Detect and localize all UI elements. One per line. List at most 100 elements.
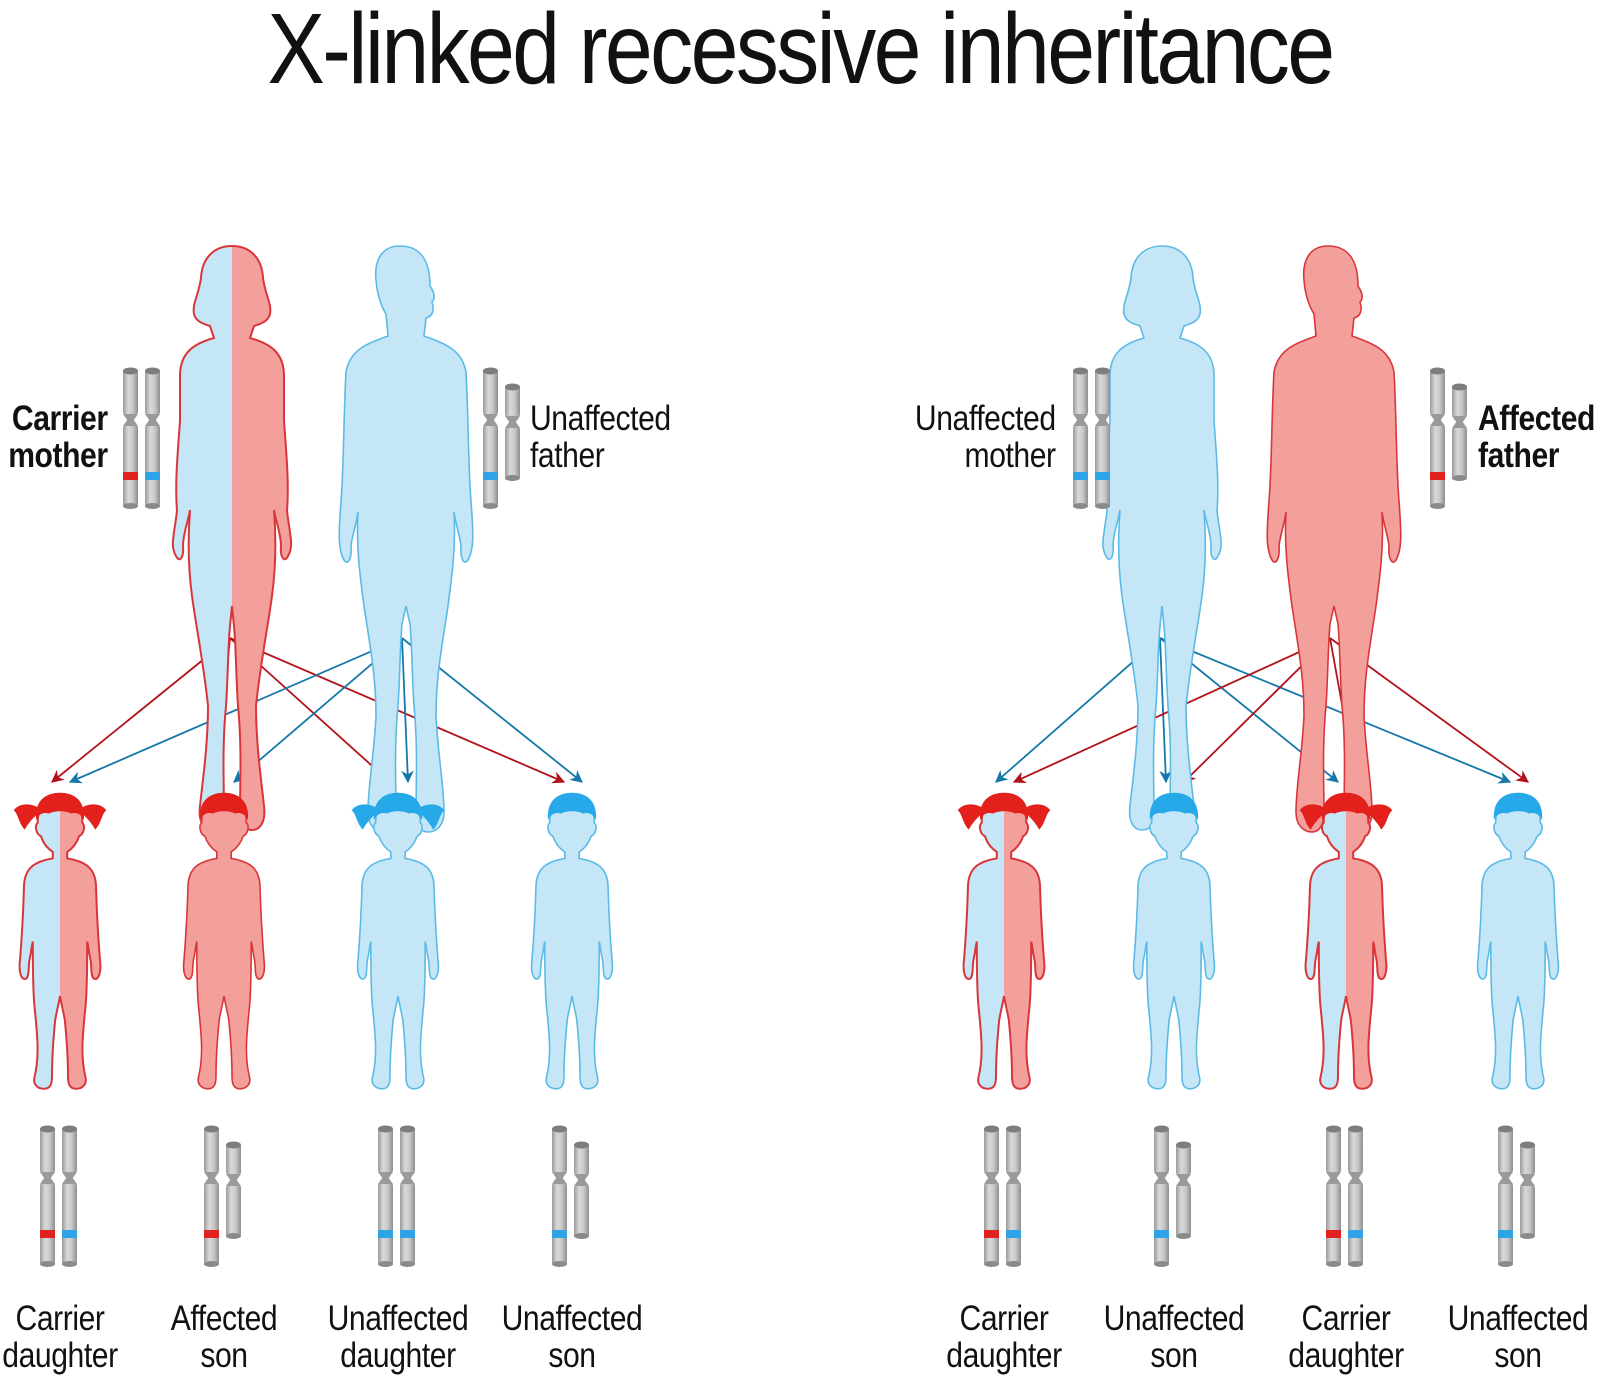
pigtail-icon bbox=[82, 804, 107, 830]
label-line: son bbox=[548, 1336, 596, 1375]
unaffected-son-figure bbox=[530, 792, 614, 1090]
carrier-daughter-figure bbox=[1299, 792, 1393, 1090]
hair-icon bbox=[373, 792, 423, 820]
label-line: daughter bbox=[946, 1336, 1062, 1375]
unaffected-son-figure bbox=[1132, 792, 1216, 1090]
pigtail-icon bbox=[1299, 804, 1324, 830]
y-chromosome-icon bbox=[226, 1141, 241, 1239]
x-chromosome-icon bbox=[400, 1125, 415, 1267]
normal-allele-band bbox=[552, 1230, 567, 1238]
inheritance-arrow bbox=[51, 637, 231, 783]
mutant-allele-band bbox=[40, 1230, 55, 1238]
pigtail-icon bbox=[1026, 804, 1051, 830]
chromosomes-layer bbox=[40, 367, 1535, 1267]
y-chromosome-icon bbox=[505, 383, 520, 481]
label-line: Carrier bbox=[15, 1299, 105, 1338]
x-chromosome-icon bbox=[1154, 1125, 1169, 1267]
x-chromosome-icon bbox=[552, 1125, 567, 1267]
normal-allele-band bbox=[400, 1230, 415, 1238]
x-chromosome-icon bbox=[1430, 367, 1445, 509]
y-chromosome-icon bbox=[1520, 1141, 1535, 1239]
hair-icon bbox=[199, 792, 249, 820]
unaffected-daughter-figure bbox=[351, 792, 445, 1090]
unaffected-son-figure bbox=[1476, 792, 1560, 1090]
pigtail-icon bbox=[1368, 804, 1393, 830]
label-line: Carrier bbox=[959, 1299, 1049, 1338]
figures-layer bbox=[13, 244, 1560, 1090]
y-chromosome-icon bbox=[574, 1141, 589, 1239]
mutant-allele-band bbox=[1326, 1230, 1341, 1238]
x-chromosome-icon bbox=[40, 1125, 55, 1267]
inheritance-arrow bbox=[1159, 637, 1512, 784]
x-chromosome-icon bbox=[984, 1125, 999, 1267]
normal-allele-band bbox=[378, 1230, 393, 1238]
label-line: Unaffected bbox=[915, 399, 1056, 438]
panel-left bbox=[13, 244, 614, 1090]
mutant-allele-band bbox=[123, 472, 138, 480]
x-chromosome-icon bbox=[1006, 1125, 1021, 1267]
label-line: Affected bbox=[170, 1299, 278, 1338]
inheritance-arrow bbox=[68, 637, 403, 784]
y-chromosome-icon bbox=[1176, 1141, 1191, 1239]
label-line: daughter bbox=[340, 1336, 456, 1375]
pigtail-icon bbox=[13, 804, 38, 830]
normal-allele-band bbox=[1498, 1230, 1513, 1238]
label-line: father bbox=[530, 436, 605, 475]
label-line: son bbox=[1494, 1336, 1542, 1375]
x-chromosome-icon bbox=[1498, 1125, 1513, 1267]
label-line: Unaffected bbox=[501, 1299, 643, 1338]
carrier-mother-figure bbox=[171, 244, 293, 832]
diagram-title: X-linked recessive inheritance bbox=[267, 0, 1335, 105]
normal-allele-band bbox=[1006, 1230, 1021, 1238]
label-line: mother bbox=[964, 436, 1057, 475]
hair-icon bbox=[35, 792, 85, 820]
pigtail-icon bbox=[351, 804, 376, 830]
affected-son-figure bbox=[182, 792, 266, 1090]
carrier-daughter-figure bbox=[957, 792, 1051, 1090]
x-chromosome-icon bbox=[123, 367, 138, 509]
label-line: Unaffected bbox=[1103, 1299, 1245, 1338]
label-line: Unaffected bbox=[530, 399, 671, 438]
hair-icon bbox=[1321, 792, 1371, 820]
label-line: Carrier bbox=[1301, 1299, 1391, 1338]
hair-icon bbox=[547, 792, 597, 820]
normal-allele-band bbox=[1154, 1230, 1169, 1238]
x-chromosome-icon bbox=[483, 367, 498, 509]
unaffected-father-figure bbox=[338, 245, 474, 833]
mutant-allele-band bbox=[984, 1230, 999, 1238]
normal-allele-band bbox=[1095, 472, 1110, 480]
normal-allele-band bbox=[1348, 1230, 1363, 1238]
inheritance-arrow bbox=[401, 637, 414, 784]
x-chromosome-icon bbox=[378, 1125, 393, 1267]
label-line: son bbox=[1150, 1336, 1198, 1375]
x-chromosome-icon bbox=[1326, 1125, 1341, 1267]
label-line: son bbox=[200, 1336, 248, 1375]
pigtail-icon bbox=[420, 804, 445, 830]
x-chromosome-icon bbox=[1095, 367, 1110, 509]
unaffected-mother-figure bbox=[1102, 245, 1222, 831]
label-line: daughter bbox=[1288, 1336, 1404, 1375]
affected-father-figure bbox=[1266, 245, 1402, 833]
normal-allele-band bbox=[1073, 472, 1088, 480]
mutant-allele-band bbox=[204, 1230, 219, 1238]
x-chromosome-icon bbox=[1348, 1125, 1363, 1267]
label-line: father bbox=[1478, 436, 1560, 475]
x-chromosome-icon bbox=[204, 1125, 219, 1267]
panel-right bbox=[957, 245, 1560, 1090]
pigtail-icon bbox=[957, 804, 982, 830]
label-line: mother bbox=[8, 436, 109, 475]
hair-icon bbox=[1149, 792, 1199, 820]
label-line: Unaffected bbox=[1447, 1299, 1589, 1338]
hair-icon bbox=[1493, 792, 1543, 820]
label-line: Unaffected bbox=[327, 1299, 469, 1338]
